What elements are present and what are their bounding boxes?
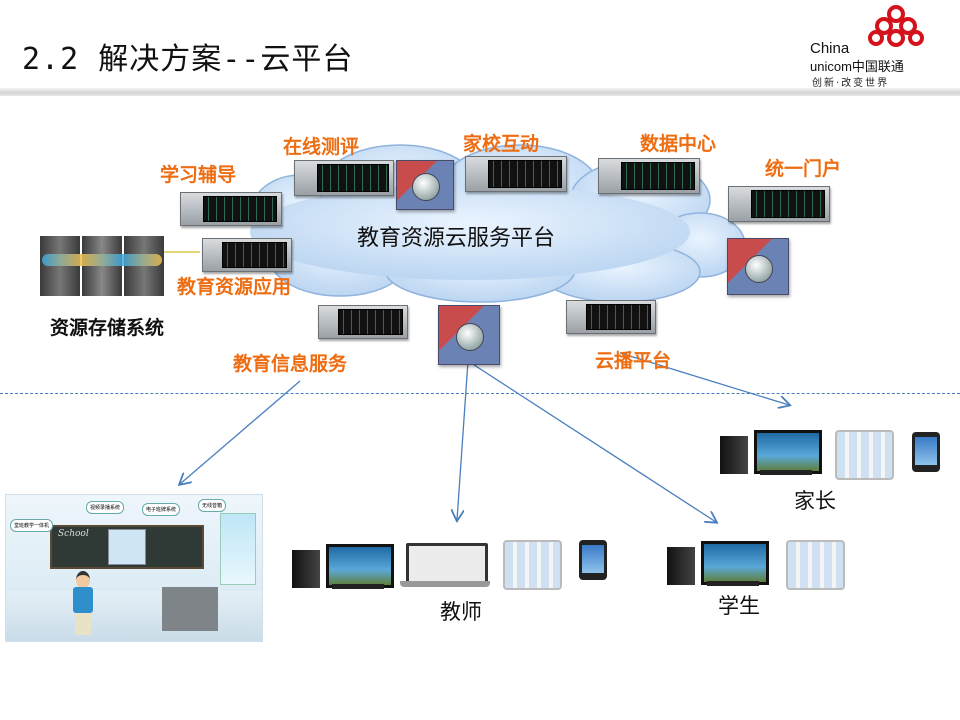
server-home-school [465,156,567,192]
classroom-chalkboard: School [50,525,204,569]
teacher-desktop-pc [292,544,394,590]
logo-brand-line2: unicom中国联通 [810,59,904,74]
classroom-bubble-2: 视频录播系统 [86,501,125,514]
teacher-phone [579,540,607,580]
core-switch-right [727,238,789,295]
header-divider [0,88,960,96]
user-label-teacher: 教师 [440,600,482,624]
classroom-desk [162,587,218,631]
storage-system-image [40,236,164,296]
logo-brand-line1: China [810,40,850,57]
label-data-center: 数据中心 [640,133,717,155]
parent-desktop-pc [720,430,822,476]
chalkboard-text: School [58,529,89,539]
classroom-floor [6,591,262,641]
server-online-eval [294,160,394,196]
parent-tablet [835,430,894,480]
cloud-platform-title: 教育资源云服务平台 [357,226,556,251]
server-tutoring [180,192,282,226]
server-data-center [598,158,700,194]
classroom-window [220,513,256,585]
server-edu-resource-app [202,238,292,272]
classroom-bubble-3: 电子班牌系统 [142,503,181,516]
server-edu-info [318,305,408,339]
classroom-display-panel [108,529,146,565]
classroom-illustration: School 堂班教学一体机 视频录播系统 电子班牌系统 无线音箱 [5,494,263,642]
label-unified-portal: 统一门户 [765,158,842,180]
label-online-eval: 在线测评 [283,136,360,158]
label-edu-resource-app: 教育资源应用 [177,276,292,298]
user-label-student: 学生 [718,594,760,618]
classroom-bubble-4: 无线音箱 [198,499,227,512]
user-label-parent: 家长 [794,489,836,513]
label-home-school: 家校互动 [463,133,540,155]
label-storage-system: 资源存储系统 [50,317,165,339]
classroom-bubble-1: 堂班教学一体机 [10,519,54,532]
label-edu-info: 教育信息服务 [233,353,348,375]
server-unified-portal [728,186,830,222]
label-cloud-broadcast: 云播平台 [595,350,672,372]
label-tutoring: 学习辅导 [160,164,237,186]
teacher-figure [72,571,94,635]
unicom-knot-icon [868,5,924,47]
zone-divider-dashed [0,393,960,394]
connection-arrows [180,352,789,522]
unicom-logo: China unicom中国联通 创新·改变世界 [806,4,956,89]
student-tablet [786,540,845,590]
core-switch-bottom [438,305,500,365]
server-cloud-broadcast [566,300,656,334]
parent-phone [912,432,940,472]
student-desktop-pc [667,541,769,587]
teacher-tablet [503,540,562,590]
slide-title: 2.2 解决方案--云平台 [22,42,354,77]
core-switch-top [396,160,454,210]
logo-slogan: 创新·改变世界 [812,78,890,89]
teacher-laptop [400,543,490,587]
